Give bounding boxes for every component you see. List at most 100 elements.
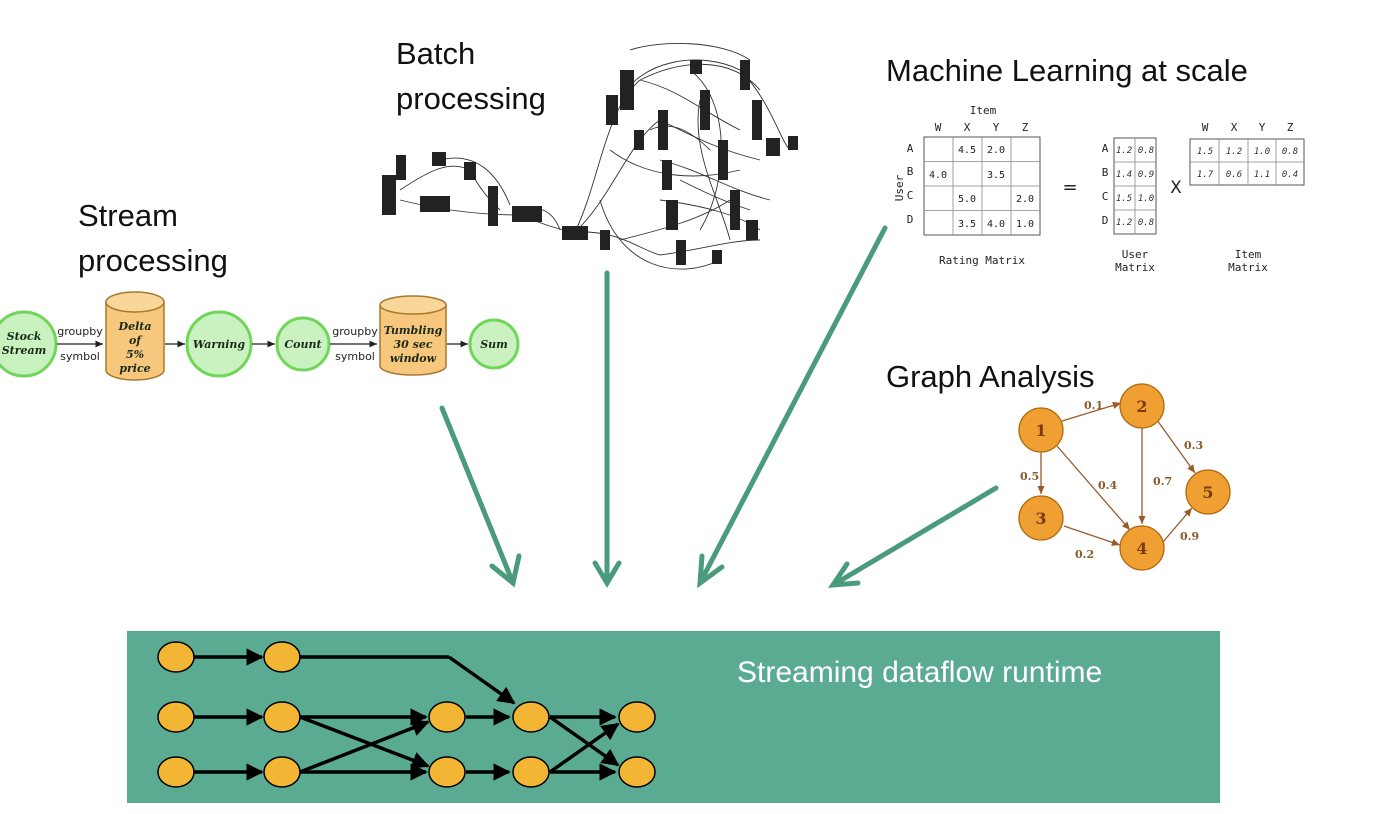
rating-col-W: W [935,121,942,134]
rating-cell: 1.0 [1016,219,1034,230]
user-row-C: C [1102,190,1109,203]
graph-node-5 [1185,469,1231,515]
runtime-dataflow-edges [193,648,620,781]
runtime-node [263,641,301,673]
rating-cell: 3.5 [987,170,1005,181]
user-cell: 1.0 [1138,194,1154,204]
arrow-from-batch [592,270,622,588]
runtime-node [263,701,301,733]
item-cell: 1.5 [1197,147,1213,157]
rating-row-D: D [907,213,914,226]
matrix-factorization-figure: Item W X Y Z User A B C D 4.5 2.0 4.0 3.… [893,104,1305,274]
item-col-W: W [1202,121,1209,134]
equals-sign: = [1062,177,1077,198]
edge1-groupby: groupby [57,325,103,338]
runtime-node [618,756,656,788]
stream-label-line1: Stream [78,198,178,233]
user-cell: 1.4 [1116,170,1132,180]
user-cell: 1.2 [1116,146,1132,156]
tumbling-line2: 30 sec [393,338,432,351]
count-label: Count [284,338,321,351]
runtime-node [512,701,550,733]
user-cell: 1.5 [1116,194,1132,204]
item-cell: 0.8 [1282,147,1298,157]
warning-node [185,310,253,378]
item-cell: 0.4 [1282,170,1298,180]
delta-line2: of [129,334,143,347]
item-matrix-caption-1: Item [1235,248,1262,261]
graph-node-1-label: 1 [1035,421,1046,440]
runtime-node [157,701,195,733]
delta-line3: 5% [126,348,144,361]
tumbling-line1: Tumbling [384,324,443,337]
weight-3-4: 0.2 [1075,548,1094,561]
arrow-from-stream [439,405,522,588]
user-cell: 1.2 [1116,218,1132,228]
weight-4-5: 0.9 [1180,530,1199,543]
sum-label: Sum [480,338,508,351]
batch-label-line1: Batch [396,36,475,71]
rating-cell: 4.0 [929,170,947,181]
times-sign: X [1170,178,1182,198]
runtime-node [618,701,656,733]
user-cell: 0.8 [1138,218,1154,228]
item-cell: 1.7 [1197,170,1214,180]
rating-cell: 5.0 [958,194,976,205]
item-matrix-caption-2: Matrix [1228,261,1268,274]
batch-label-line2: processing [396,81,546,116]
graph-node-4 [1119,525,1165,571]
runtime-dataflow-nodes [157,641,656,788]
runtime-node [428,756,466,788]
tumbling-window-store [379,295,447,376]
rating-col-X: X [964,121,971,134]
item-cell: 1.0 [1254,147,1270,157]
rating-cell: 4.5 [958,145,976,156]
weight-1-4: 0.4 [1098,479,1117,492]
graph-node-4-label: 4 [1136,539,1147,558]
item-cell: 0.6 [1226,170,1242,180]
tumbling-line3: window [390,352,437,365]
weight-1-2: 0.1 [1084,399,1103,412]
stream-pipeline: Stock Stream groupby symbol Delta of 5% … [0,291,520,381]
rating-matrix-caption: Rating Matrix [939,254,1025,267]
weighted-graph: 0.1 0.5 0.4 0.7 0.3 0.2 0.9 1 2 3 4 5 [1018,383,1231,571]
arrow-from-graph [828,485,999,588]
user-header: User [893,174,906,201]
graph-node-3-label: 3 [1035,509,1046,528]
user-matrix-caption-2: Matrix [1115,261,1155,274]
item-cell: 1.1 [1254,170,1270,180]
weight-2-5: 0.3 [1184,439,1203,452]
user-matrix-caption-1: User [1122,248,1149,261]
graph-label: Graph Analysis [886,359,1095,394]
user-cell: 0.8 [1138,146,1154,156]
delta-price-store [105,291,165,381]
user-row-D: D [1102,214,1109,227]
delta-line4: price [119,362,150,375]
rating-cell: 2.0 [987,145,1005,156]
graph-node-5-label: 5 [1202,483,1213,502]
batch-dataflow-graph [399,42,791,270]
stock-stream-label-1: Stock [7,330,42,343]
item-cell: 1.2 [1226,147,1242,157]
weight-1-3: 0.5 [1020,470,1039,483]
user-row-B: B [1102,166,1109,179]
graph-node-2 [1119,383,1165,429]
runtime-node [157,756,195,788]
runtime-node [428,701,466,733]
rating-col-Z: Z [1022,121,1029,134]
stream-label-line2: processing [78,243,228,278]
user-cell: 0.9 [1138,170,1154,180]
item-header: Item [970,104,997,117]
weight-2-4: 0.7 [1153,475,1172,488]
stock-stream-label-2: Stream [2,344,47,357]
delta-line1: Delta [118,320,152,333]
count-node [275,316,331,372]
rating-cell: 3.5 [958,219,976,230]
arrow-from-ml [697,225,888,589]
runtime-label: Streaming dataflow runtime [737,656,1102,689]
runtime-node [157,641,195,673]
rating-row-A: A [907,142,914,155]
user-row-A: A [1102,142,1109,155]
warning-label: Warning [193,338,245,351]
